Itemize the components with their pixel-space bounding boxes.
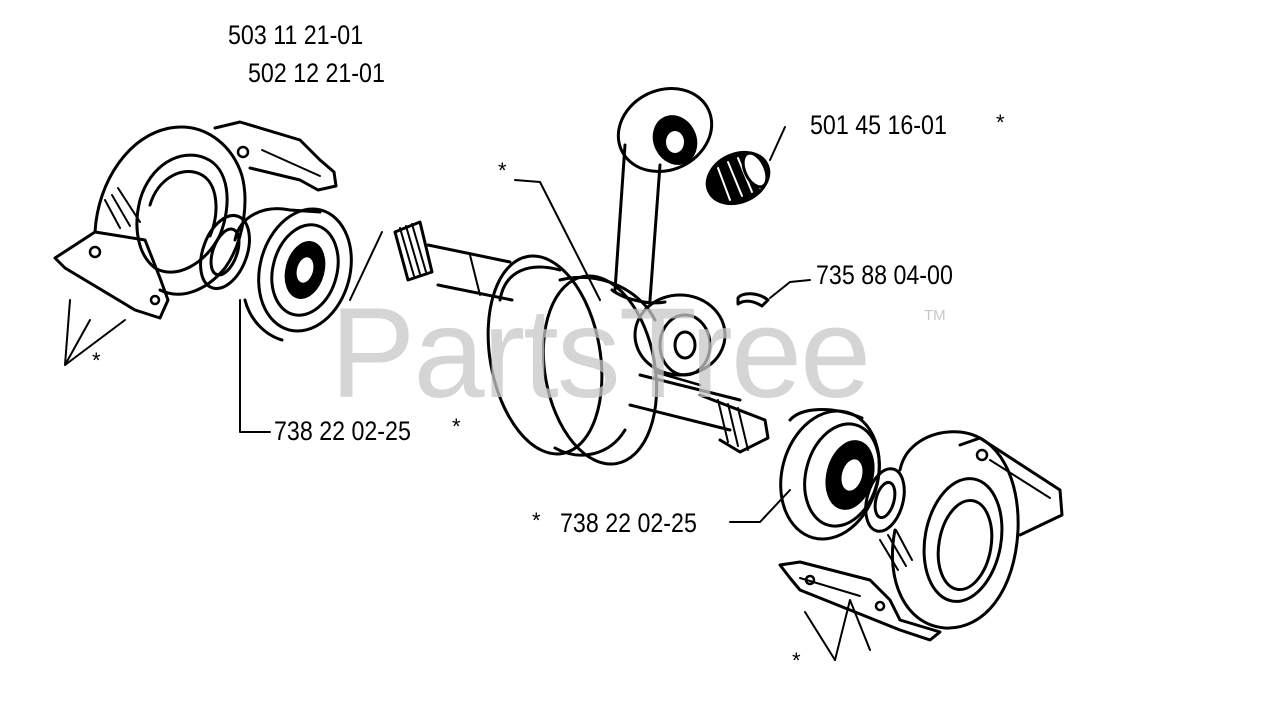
left-bearing-housing	[53, 120, 338, 320]
left-ball-bearing	[233, 207, 353, 342]
part-label-housing-2[interactable]: 502 12 21-01	[248, 58, 385, 88]
right-housing-asterisk: *	[792, 648, 801, 673]
part-label-housing-1[interactable]: 503 11 21-01	[228, 20, 364, 50]
crankshaft-asterisk: *	[498, 158, 507, 183]
needle-bearing-asterisk: *	[996, 110, 1005, 135]
watermark: PartsTree	[330, 282, 871, 425]
right-bearing-housing	[778, 430, 1064, 642]
part-label-left-bearing[interactable]: 738 22 02-25	[274, 416, 411, 446]
woodruff-key	[736, 292, 770, 308]
crankshaft	[393, 220, 770, 466]
leader-lines	[64, 126, 871, 661]
right-ball-bearing	[779, 408, 881, 541]
right-spacer-ring	[864, 467, 906, 533]
connecting-rod	[610, 86, 727, 377]
left-spacer-ring	[199, 214, 251, 290]
left-housing-asterisk: *	[92, 348, 101, 373]
needle-bearing	[705, 150, 771, 206]
right-bearing-asterisk: *	[532, 508, 541, 533]
part-label-right-bearing[interactable]: 738 22 02-25	[560, 508, 697, 538]
part-label-needle-bearing[interactable]: 501 45 16-01	[810, 110, 947, 140]
trademark-mark: TM	[924, 307, 946, 324]
part-label-key[interactable]: 735 88 04-00	[816, 260, 953, 290]
left-bearing-asterisk: *	[452, 414, 461, 439]
